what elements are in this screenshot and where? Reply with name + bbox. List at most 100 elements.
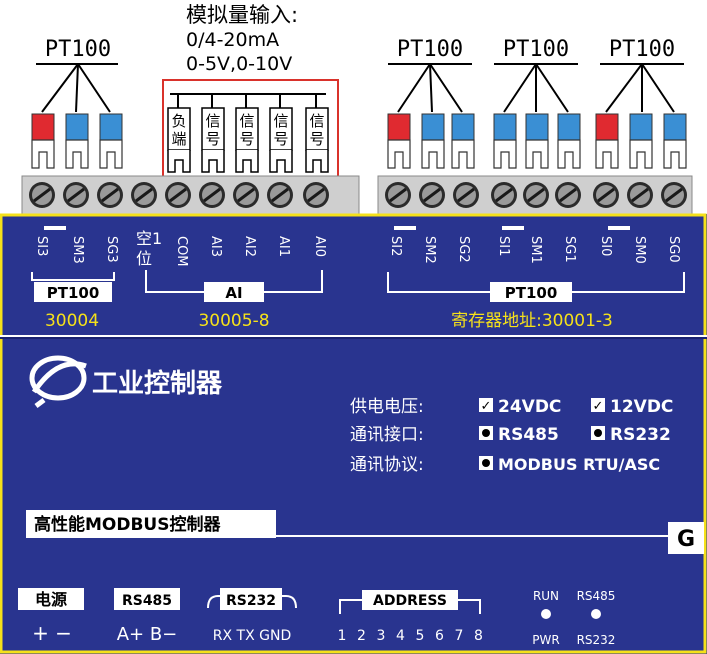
address-pin-7: 7 <box>455 628 464 644</box>
address-pin-3: 3 <box>377 628 386 644</box>
terminal-screw <box>199 182 225 208</box>
terminal-screw <box>303 182 329 208</box>
ground-label: G <box>677 527 695 552</box>
terminal-label-sg2: SG2 <box>456 236 471 263</box>
comm-option-rs232: RS232 <box>610 425 671 445</box>
terminal-label-sm3: SM3 <box>70 236 85 264</box>
analog-lug-label: 号 <box>273 130 288 148</box>
analog-lug-1: 信号 <box>170 93 326 173</box>
terminal-screw <box>419 182 445 208</box>
power-supply-label: 供电电压: <box>350 397 424 417</box>
model-banner: 高性能MODBUS控制器 <box>34 514 221 535</box>
address-pin-1: 1 <box>338 628 347 644</box>
comm-option-rs485: RS485 <box>498 425 559 445</box>
terminal-label-si3: SI3 <box>34 236 49 256</box>
terminal-label-ai0: AI0 <box>312 236 327 257</box>
lug-right-8 <box>663 113 687 169</box>
comm-protocol-label: 通讯协议: <box>350 455 424 475</box>
lug-right-5 <box>557 113 581 169</box>
terminal-screw <box>661 182 687 208</box>
controller-panel <box>0 214 707 654</box>
analog-lug-label: 号 <box>239 130 254 148</box>
terminal-label-sm1: SM1 <box>528 236 543 264</box>
group-label-ai-box <box>204 282 264 302</box>
lug-left-2 <box>99 113 123 169</box>
svg-text:PT100: PT100 <box>609 37 675 62</box>
analog-lug-4: 信号 <box>170 93 329 173</box>
lug-right-3 <box>493 113 517 169</box>
terminal-label-ai1: AI1 <box>276 236 291 257</box>
radio-dot-icon <box>482 459 490 467</box>
terminal-screws <box>29 182 687 208</box>
analog-lug-label: 信 <box>309 112 324 130</box>
brand-name: 工业控制器 <box>92 369 223 399</box>
terminal-screw <box>63 182 89 208</box>
model-banner-box <box>26 510 276 538</box>
analog-range-voltage: 0-5V,0-10V <box>186 53 292 75</box>
terminal-screw <box>593 182 619 208</box>
lug-right-2 <box>451 113 475 169</box>
terminal-label-sg1: SG1 <box>562 236 577 263</box>
lug-right-0 <box>387 113 411 169</box>
protocol-option-modbus: MODBUS RTU/ASC <box>498 455 660 474</box>
wire-lugs <box>31 113 687 169</box>
radio-dot-icon <box>594 429 602 437</box>
terminal-label-ai2: AI2 <box>242 236 257 257</box>
terminal-label-si2: SI2 <box>388 236 403 256</box>
terminal-screw <box>97 182 123 208</box>
terminal-label-sg0: SG0 <box>666 236 681 263</box>
rs232-connector-label: RS232 <box>226 593 276 609</box>
comm-interface-label: 通讯接口: <box>350 425 424 445</box>
terminal-screw <box>385 182 411 208</box>
panel-border <box>0 213 707 654</box>
pt100-right-probe-2: PT100 <box>494 37 578 113</box>
terminal-screw <box>29 182 55 208</box>
terminal-label-com: COM <box>174 236 189 267</box>
analog-lug-2: 信号 <box>170 93 326 173</box>
terminal-screw <box>131 182 157 208</box>
terminal-screw <box>233 182 259 208</box>
analog-lug-label: 信 <box>273 112 288 130</box>
checkbox-24vdc <box>479 398 493 412</box>
rs485-connector-label: RS485 <box>122 593 172 609</box>
pt100-left-probe: PT100 <box>36 37 118 113</box>
group-label-pt100-right-box <box>490 282 572 302</box>
register-address-ai: 30005-8 <box>198 311 269 331</box>
register-address-right: 寄存器地址:30001-3 <box>451 311 613 331</box>
led-rs485-label: RS485 <box>577 589 616 603</box>
analog-lug-label: 信 <box>205 112 220 130</box>
address-switch-label-box <box>362 590 458 610</box>
terminal-label-ai3: AI3 <box>208 236 223 257</box>
rs232-connector-pins: RX TX GND <box>213 628 291 644</box>
lug-right-4 <box>525 113 549 169</box>
terminal-screw <box>453 182 479 208</box>
power-connector-label: 电源 <box>35 590 67 609</box>
rs232-connector-label-box <box>220 588 282 610</box>
lug-left-0 <box>31 113 55 169</box>
ground-label-box <box>668 522 704 554</box>
led-run-label: RUN <box>533 589 559 603</box>
address-pin-2: 2 <box>357 628 366 644</box>
address-pin-8: 8 <box>474 628 483 644</box>
terminal-label-si0: SI0 <box>598 236 613 256</box>
address-switch-label: ADDRESS <box>373 593 447 609</box>
power-connector-label-box <box>18 588 84 610</box>
pt100-right-probe-1: PT100 <box>388 37 472 113</box>
lug-right-7 <box>629 113 653 169</box>
analog-lug-label: 端 <box>171 130 186 148</box>
analog-input-title: 模拟量输入: <box>186 3 298 27</box>
pt100-right-probe-3: PT100 <box>600 37 684 113</box>
lug-right-6 <box>595 113 619 169</box>
svg-text:PT100: PT100 <box>503 37 569 62</box>
svg-text:PT100: PT100 <box>397 37 463 62</box>
analog-lug-label: 负 <box>171 112 186 130</box>
terminal-label-sm2: SM2 <box>422 236 437 264</box>
rs485-connector-pins: A+ B− <box>117 624 178 645</box>
group-label-pt100-left-box <box>34 282 112 302</box>
terminal-screw <box>165 182 191 208</box>
terminal-screw <box>491 182 517 208</box>
terminal-screw <box>523 182 549 208</box>
power-option-12vdc: 12VDC <box>610 397 673 417</box>
